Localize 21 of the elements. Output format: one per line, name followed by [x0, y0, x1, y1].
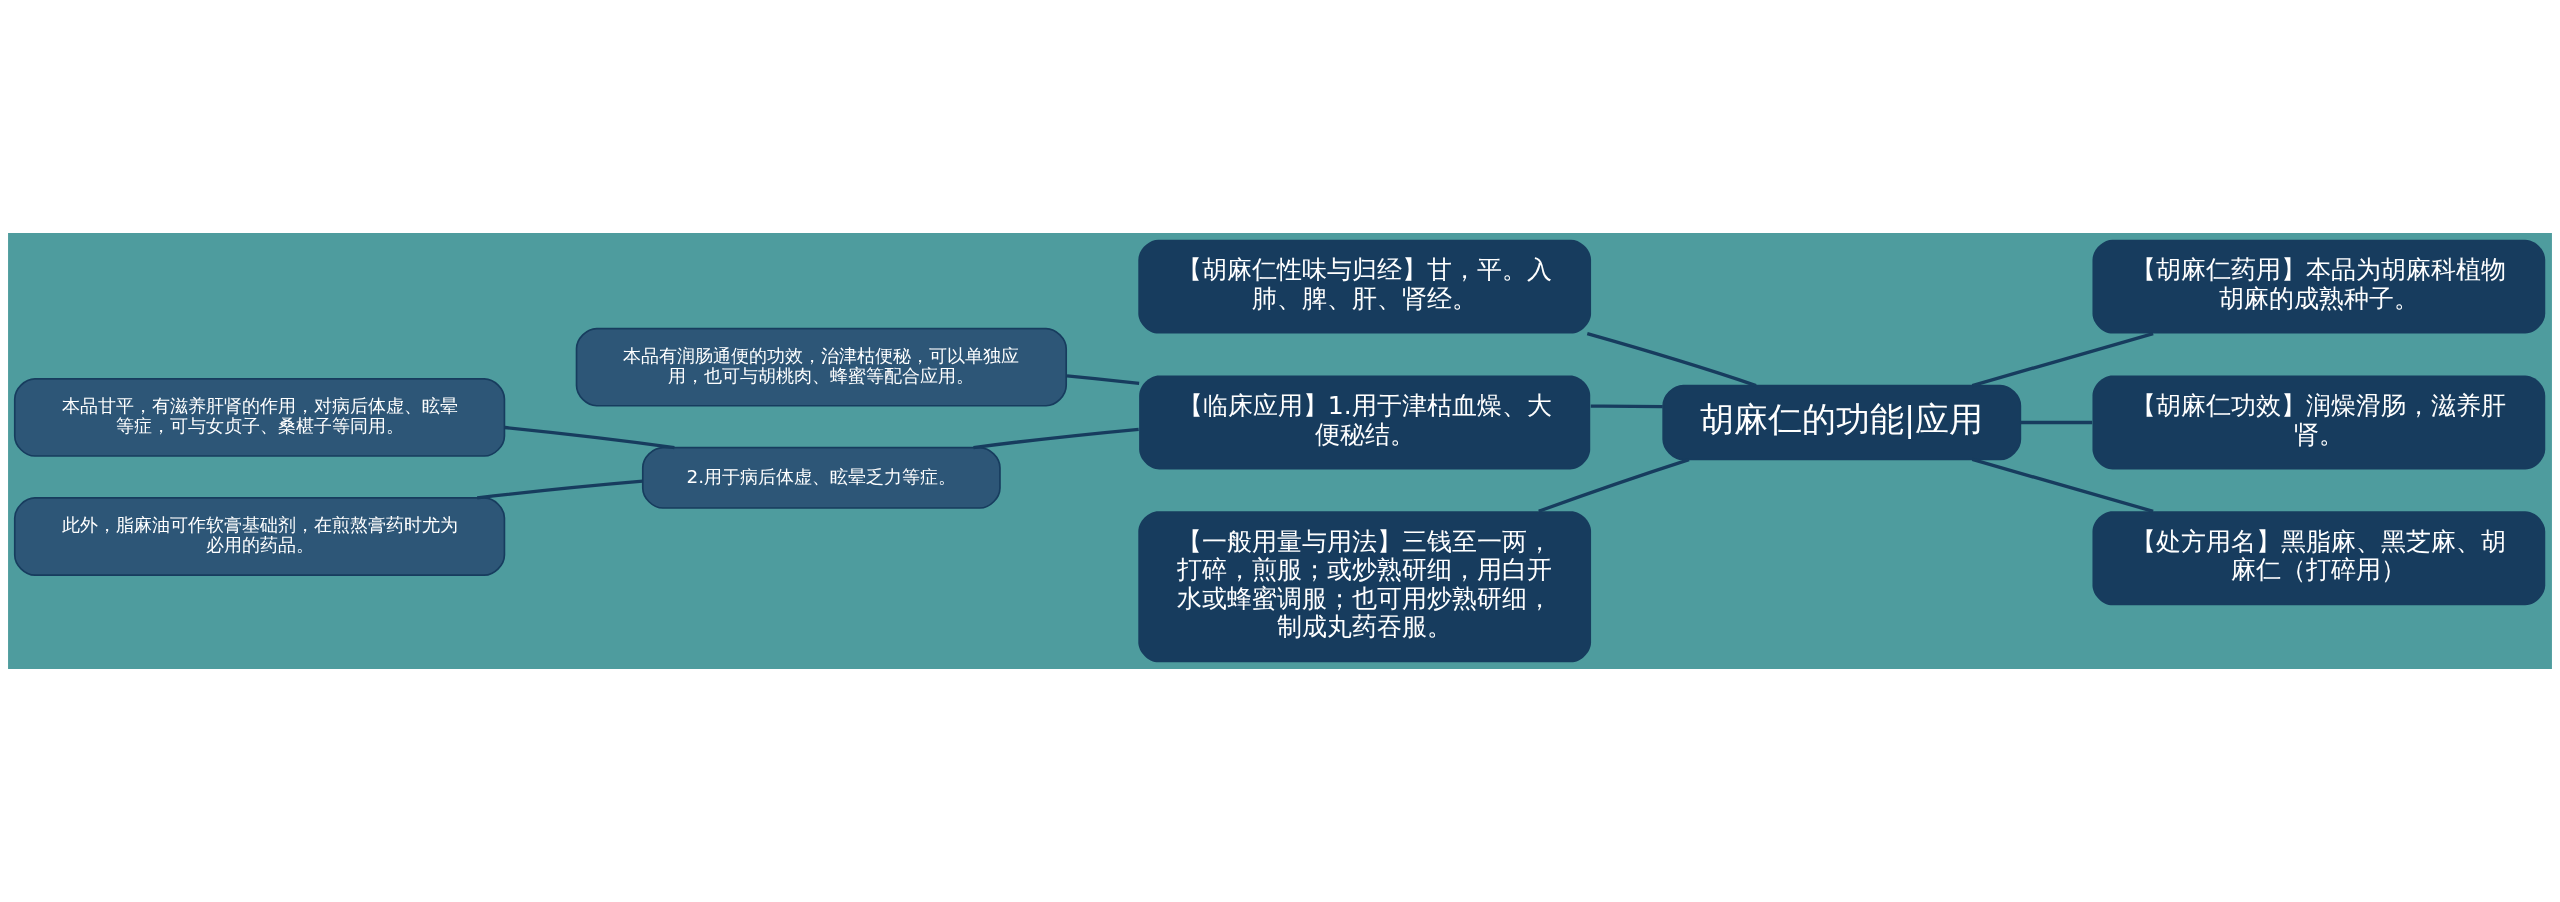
node-box: 本品有润肠通便的功效，治津枯便秘，可以单独应用，也可与胡桃肉、蜂蜜等配合应用。 [575, 327, 1068, 407]
connector [2020, 420, 2093, 425]
connector [1590, 404, 1663, 409]
node-box: 【胡麻仁药用】本品为胡麻科植物胡麻的成熟种子。 [2092, 239, 2546, 334]
node-box: 本品甘平，有滋养肝肾的作用，对病后体虚、眩晕等症，可与女贞子、桑椹子等同用。 [13, 378, 506, 457]
connector [1538, 457, 1690, 513]
node-box: 【胡麻仁功效】润燥滑肠，滋养肝肾。 [2092, 375, 2546, 470]
node-box: 【临床应用】1.用于津枯血燥、大便秘结。 [1139, 375, 1591, 470]
node-box: 胡麻仁的功能|应用 [1662, 384, 2022, 461]
node-box: 此外，脂麻油可作软膏基础剂，在煎熬膏药时尤为必用的药品。 [13, 497, 506, 576]
connector [1971, 457, 2154, 513]
connector [1586, 332, 1757, 388]
node-box: 【胡麻仁性味与归经】甘，平。入肺、脾、肝、肾经。 [1138, 239, 1592, 334]
node-box: 【一般用量与用法】三钱至一两，打碎，煎服；或炒熟研细，用白开水或蜂蜜调服；也可用炒熟研细，制成丸药吞服。 [1138, 511, 1592, 663]
connector [504, 425, 675, 450]
connector [1971, 332, 2154, 388]
node-box: 【处方用名】黑脂麻、黑芝麻、胡麻仁（打碎用） [2092, 511, 2546, 606]
connector [1066, 374, 1140, 386]
connector [973, 427, 1139, 450]
node-box: 2.用于病后体虚、眩晕乏力等症。 [641, 446, 1001, 509]
connector [476, 479, 643, 500]
